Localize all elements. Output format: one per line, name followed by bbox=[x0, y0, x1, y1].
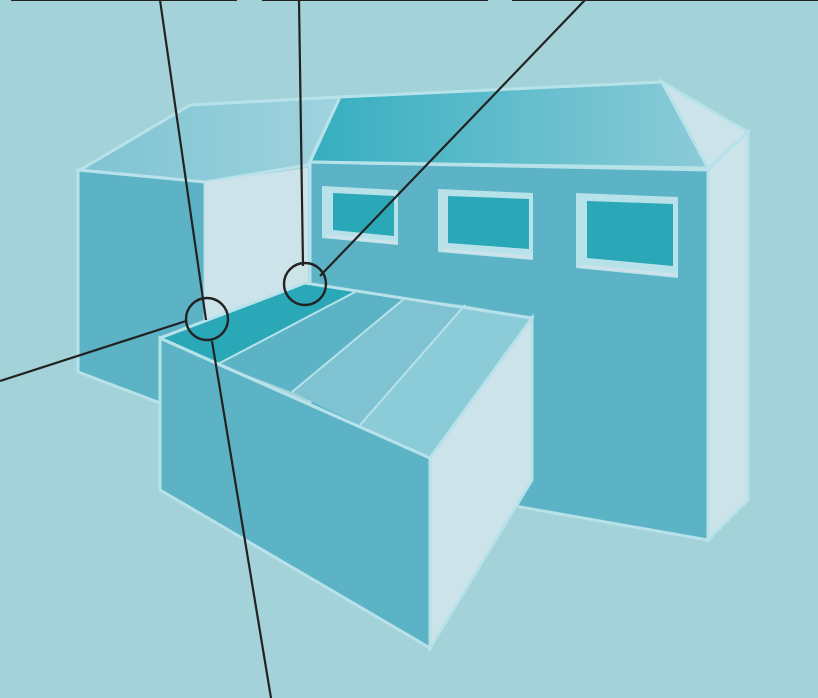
window-3 bbox=[576, 193, 678, 278]
main-side-wall bbox=[708, 132, 748, 540]
main-roof bbox=[310, 82, 708, 168]
window-2 bbox=[438, 189, 533, 260]
window-1 bbox=[322, 186, 398, 245]
